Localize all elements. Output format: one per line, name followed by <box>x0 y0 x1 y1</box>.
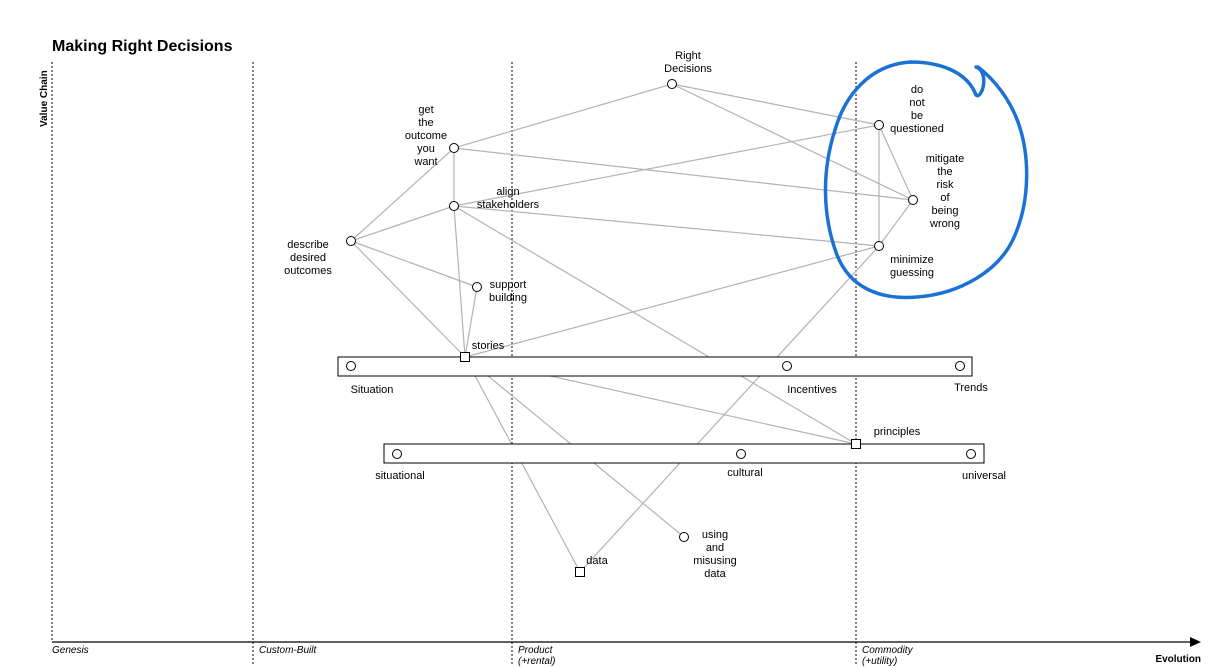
pipeline-option-label-situation: Situation <box>351 384 394 396</box>
link-stories-to-minimize-guessing <box>464 245 880 358</box>
link-right-decisions-to-not-questioned <box>671 83 880 126</box>
link-not-questioned-to-mitigate-risk <box>878 124 914 201</box>
pipeline-option-label-trends: Trends <box>954 382 988 394</box>
map-title: Making Right Decisions <box>52 38 233 55</box>
component-label-principles: principles <box>874 426 921 438</box>
component-get-outcome <box>449 143 459 153</box>
component-stories <box>460 352 470 362</box>
component-data <box>575 567 585 577</box>
link-describe-outcomes-to-support-building <box>350 240 478 288</box>
component-support-building <box>472 282 482 292</box>
stage-label-custom-built: Custom-Built <box>259 645 317 656</box>
component-principles <box>851 439 861 449</box>
stage-label-commodity: Commodity(+utility) <box>862 645 914 667</box>
component-align-stakeholders <box>449 201 459 211</box>
component-describe-outcomes <box>346 236 356 246</box>
component-label-stories: stories <box>472 340 505 352</box>
link-align-stakeholders-to-stories <box>453 205 466 358</box>
link-minimize-guessing-to-data <box>579 245 880 573</box>
pipeline-option-incentives <box>782 361 792 371</box>
stage-label-genesis: Genesis <box>52 645 89 656</box>
pipeline-items: Situation Incentives Trends situational cult… <box>346 361 1006 482</box>
link-mitigate-risk-to-minimize-guessing <box>878 199 914 247</box>
principles-pipeline-bar <box>383 443 985 464</box>
x-axis-arrow-icon <box>1190 637 1201 647</box>
x-axis-label: Evolution <box>1155 654 1201 665</box>
link-right-decisions-to-get-outcome <box>453 83 673 149</box>
component-minimize-guessing <box>874 241 884 251</box>
stage-label-product: Product(+rental) <box>518 645 556 667</box>
link-stories-to-data <box>464 356 581 573</box>
stage-labels: Genesis Custom-Built Product(+rental) Commo… <box>52 645 914 667</box>
freehand-circle-annotation-icon <box>823 60 1029 300</box>
pipeline-option-label-situational: situational <box>375 470 425 482</box>
pipeline-option-label-universal: universal <box>962 470 1006 482</box>
component-misusing-data <box>679 532 689 542</box>
y-axis-label: Value Chain <box>39 70 50 127</box>
pipeline-option-situation <box>346 361 356 371</box>
link-get-outcome-to-mitigate-risk <box>453 147 914 201</box>
pipeline-option-trends <box>955 361 965 371</box>
link-get-outcome-to-describe-outcomes <box>350 147 455 242</box>
link-align-stakeholders-to-describe-outcomes <box>350 205 455 242</box>
pipeline-option-label-incentives: Incentives <box>787 384 837 396</box>
stories-pipeline-bar <box>337 356 973 377</box>
link-support-building-to-stories <box>464 286 478 358</box>
pipeline-option-universal <box>966 449 976 459</box>
pipeline-option-cultural <box>736 449 746 459</box>
link-describe-outcomes-to-stories <box>350 240 466 358</box>
link-align-stakeholders-to-principles <box>453 205 857 445</box>
link-align-stakeholders-to-not-questioned <box>453 124 880 207</box>
component-label-data: data <box>586 555 608 567</box>
component-mitigate-risk <box>908 195 918 205</box>
dependency-links <box>350 83 914 573</box>
pipeline-option-situational <box>392 449 402 459</box>
component-not-questioned <box>874 120 884 130</box>
link-align-stakeholders-to-minimize-guessing <box>453 205 880 247</box>
pipeline-option-label-cultural: cultural <box>727 467 762 479</box>
component-right-decisions <box>667 79 677 89</box>
